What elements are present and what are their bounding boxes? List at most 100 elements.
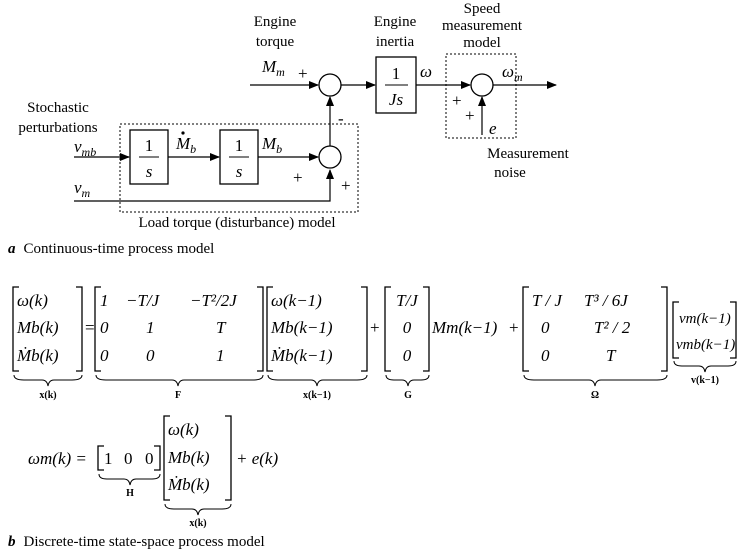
integrator-block-2: 1 s <box>219 129 259 185</box>
inertia-numerator: 1 <box>392 64 401 83</box>
mb-dot-signal-label: Mb <box>175 134 196 156</box>
label-h: H <box>126 488 134 499</box>
input-term: Mm(k−1) <box>431 318 498 337</box>
sum-junction-load <box>318 145 342 169</box>
plus-sign-mm: + <box>298 64 308 83</box>
f-cell-1-1: 1 <box>100 291 109 310</box>
integrator1-denominator: s <box>146 162 153 181</box>
label-xout: x(k) <box>189 518 206 529</box>
panel-b-state-equation: ω(k) Mb(k) Ṁb(k) x(k) = 1 −T/J −T²/2J 0 … <box>12 286 737 401</box>
stochastic-label-line2: perturbations <box>18 120 97 136</box>
f-cell-1-2: −T/J <box>126 291 161 310</box>
underbrace-xout <box>164 503 232 516</box>
plus-sign-vm: + <box>341 176 351 195</box>
h-cell-3: 0 <box>145 449 154 468</box>
load-torque-model-box <box>119 123 359 213</box>
x-row-3: Ṁb(k) <box>16 346 59 365</box>
f-cell-1-3: −T²/2J <box>190 291 238 310</box>
omega-cell-3-1: 0 <box>541 346 550 365</box>
omega-cell-3-2: T <box>606 346 617 365</box>
omega-cell-1-1: T / J <box>532 291 563 310</box>
underbrace-h <box>98 473 161 486</box>
panel-a-block-diagram: Engine torque Engine inertia Speed measu… <box>18 1 569 231</box>
x-row-2: Mb(k) <box>16 318 59 337</box>
omega-cell-2-1: 0 <box>541 318 550 337</box>
underbrace-v <box>673 360 737 373</box>
mb-dot-derivative-dot <box>181 131 185 135</box>
signal-vm-line <box>74 169 334 202</box>
output-lhs: ωm(k) = <box>28 449 87 468</box>
g-row-1: T/J <box>396 291 419 310</box>
xprev-row-1: ω(k−1) <box>271 291 322 310</box>
minus-sign-load: - <box>338 109 344 128</box>
speed-model-label-line3: model <box>463 35 501 51</box>
f-cell-3-1: 0 <box>100 346 109 365</box>
underbrace-g <box>385 374 430 387</box>
bracket-x-left <box>12 286 19 372</box>
v-row-2: vmb(k−1) <box>676 337 735 353</box>
mm-signal-label: Mm <box>261 57 285 79</box>
measurement-noise-label-line1: Measurement <box>487 146 569 162</box>
xout-row-3: Ṁb(k) <box>167 475 210 494</box>
stochastic-label-line1: Stochastic <box>27 100 89 116</box>
bracket-f-right <box>257 286 264 372</box>
inertia-denominator: Js <box>389 90 404 109</box>
bracket-xprev-left <box>266 286 273 372</box>
label-x: x(k) <box>39 390 56 401</box>
bracket-x-right <box>76 286 83 372</box>
sum-junction-torque <box>318 73 342 97</box>
measurement-noise-label-line2: noise <box>494 165 526 181</box>
underbrace-f <box>95 374 264 387</box>
h-cell-1: 1 <box>104 449 113 468</box>
xout-row-2: Mb(k) <box>167 448 210 467</box>
xout-row-1: ω(k) <box>168 420 199 439</box>
output-tail: + e(k) <box>236 449 278 468</box>
label-xprev: x(k−1) <box>303 390 331 401</box>
engine-inertia-label-line1: Engine <box>374 14 417 30</box>
engine-inertia-label-line2: inertia <box>376 34 415 50</box>
label-g: G <box>404 390 412 401</box>
omega-signal-label: ω <box>420 62 432 81</box>
integrator2-denominator: s <box>236 162 243 181</box>
label-f: F <box>175 390 181 401</box>
f-cell-2-2: 1 <box>146 318 155 337</box>
inertia-block: 1 Js <box>375 56 417 114</box>
xprev-row-2: Mb(k−1) <box>270 318 333 337</box>
panel-b-output-equation: ωm(k) = 1 0 0 H ω(k) Mb(k) Ṁb(k) x(k) + … <box>28 415 278 529</box>
engine-torque-label-line1: Engine <box>254 14 297 30</box>
integrator-block-1: 1 s <box>129 129 169 185</box>
engine-torque-label-line2: torque <box>256 34 295 50</box>
f-cell-2-3: T <box>216 318 227 337</box>
xprev-row-3: Ṁb(k−1) <box>270 346 333 365</box>
bracket-h-right <box>154 445 161 471</box>
omega-cell-1-2: T³ / 6J <box>584 291 629 310</box>
plus-sign-omega: + <box>452 91 462 110</box>
label-v: v(k−1) <box>691 375 719 386</box>
omega-m-signal-label: ωm <box>502 62 523 84</box>
speed-measurement-model-box <box>445 53 517 139</box>
vm-signal-label: νm <box>74 178 91 200</box>
underbrace-xprev <box>267 374 368 387</box>
f-cell-3-3: 1 <box>216 346 225 365</box>
underbrace-x <box>13 374 83 387</box>
e-signal-label: e <box>489 119 497 138</box>
plus-sign-state-1: + <box>370 318 380 337</box>
bracket-f-left <box>94 286 101 372</box>
speed-model-label-line2: measurement <box>442 18 523 34</box>
bracket-xout-right <box>225 415 232 501</box>
bracket-g-left <box>384 286 391 372</box>
vmb-signal-label: νmb <box>74 137 96 159</box>
plus-sign-mb: + <box>293 168 303 187</box>
bracket-omega-left <box>522 286 529 372</box>
x-row-1: ω(k) <box>17 291 48 310</box>
g-row-3: 0 <box>403 346 412 365</box>
omega-cell-2-2: T² / 2 <box>594 318 631 337</box>
g-row-2: 0 <box>403 318 412 337</box>
h-cell-2: 0 <box>124 449 133 468</box>
label-omega: Ω <box>591 390 599 401</box>
bracket-xprev-right <box>361 286 368 372</box>
speed-model-label-line1: Speed <box>464 1 501 17</box>
